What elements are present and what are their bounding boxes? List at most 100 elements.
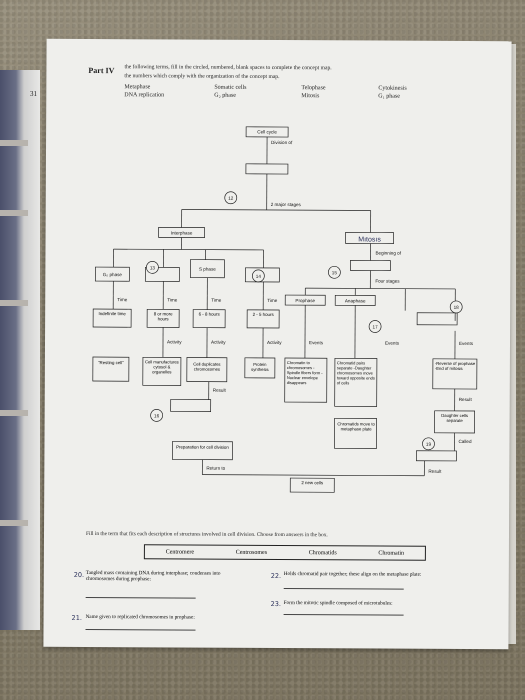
q20-answer-line[interactable]: [85, 596, 196, 599]
time-label-1: Time: [117, 297, 128, 302]
circle-18-num: 18: [454, 305, 460, 310]
chromatids-move-box: [334, 417, 377, 449]
term-somatic-cells: Somatic cells: [214, 84, 247, 91]
choice-centrosomes: Centrosomes: [235, 549, 268, 556]
called-label: Called: [458, 439, 471, 444]
circle-16-num: 16: [154, 413, 160, 418]
cell-cycle-label: Cell cycle: [257, 129, 277, 134]
instructions-line-1: the following terms, fill in the circled…: [124, 64, 332, 72]
events-label-2: Events: [385, 341, 400, 346]
eight-hours-text: 8 or more hours: [153, 311, 173, 322]
result-label-1: Result: [213, 388, 227, 393]
q23-number: 23.: [270, 599, 282, 609]
mitosis-handwritten-answer: Mıtosıs: [358, 236, 381, 243]
circle-19-num: 19: [426, 442, 432, 447]
activity-label-3: Activity: [267, 340, 282, 345]
choice-chromatids: Chromatids: [308, 549, 337, 556]
six-eight-hours-box: [192, 309, 226, 329]
q20-text: Tangled mass containing DNA during inter…: [85, 569, 221, 583]
q23-text: Form the mitotic spindle composed of mic…: [283, 600, 393, 607]
result-label-3: Result: [428, 469, 442, 474]
indefinite-time-text: Indefinite time: [98, 311, 126, 317]
q21-number: 21.: [71, 613, 82, 622]
four-stages-label: Four stages: [375, 279, 400, 284]
two-new-cells-box: [289, 477, 335, 493]
circle-15-num: 15: [332, 270, 338, 275]
time-label-2: Time: [167, 297, 178, 302]
circle-13: [146, 260, 159, 274]
two-new-cells-text: 2 new cells: [301, 480, 324, 486]
prophase-events-text: Chromatin to chromosomes -Spindle fibers…: [286, 360, 323, 386]
circle-16: [150, 409, 163, 422]
worksheet-page: Part IV the following terms, fill in the…: [43, 38, 512, 650]
anaphase-label: Anaphase: [345, 298, 366, 303]
activity-label-1: Activity: [167, 339, 182, 344]
six-eight-hours-text: 6 - 8 hours: [198, 311, 220, 317]
cell-manufactures-text: Cell manufactures cytosol & organelles: [145, 359, 179, 375]
blank-box-16: [170, 399, 212, 413]
indefinite-time-box: [92, 308, 132, 328]
return-to-label: Return to: [206, 466, 225, 471]
q22-number: 22.: [270, 571, 282, 581]
answer-choice-box: Centromere Centrosomes Chromatids Chroma…: [143, 544, 426, 561]
q20-number: 20.: [73, 570, 85, 579]
blank-box-12: [245, 163, 289, 175]
cell-duplicates-box: [186, 357, 228, 383]
resting-cell-box: [92, 356, 130, 382]
term-mitosis: Mitosis: [301, 93, 320, 100]
circle-18: [449, 300, 463, 314]
q22-answer-line[interactable]: [283, 588, 404, 590]
cell-manufactures-box: [142, 356, 182, 386]
g0-phase-box: [94, 266, 130, 282]
prophase-events-box: [284, 357, 328, 403]
instructions-line-2: the numbers which comply with the organi…: [124, 73, 280, 81]
result-label-2: Result: [459, 397, 473, 402]
daughter-cells-text: Daughter cells separate: [441, 412, 469, 423]
part2-instruction: Fill in the term that fits each descript…: [85, 531, 328, 539]
activity-label-2: Activity: [211, 340, 226, 345]
circle-14-num: 14: [256, 274, 262, 279]
events-label-3: Events: [459, 341, 474, 346]
page-stack-edge: [508, 44, 516, 644]
concept-map: Cell cycle Division of 2 major stages In…: [92, 126, 478, 493]
anaphase-events-box: [334, 357, 378, 407]
choice-chromatin: Chromatin: [378, 550, 405, 557]
part-label: Part IV: [88, 66, 115, 76]
circle-12-num: 12: [228, 196, 234, 201]
interphase-label: Interphase: [171, 230, 193, 235]
term-g1-phase: G₁ phase: [378, 93, 400, 100]
term-cytokinesis: Cytokinesis: [378, 85, 407, 92]
protein-synthesis-text: Protein synthesis: [251, 361, 269, 372]
prophase-label: Prophase: [295, 298, 315, 303]
choice-centromere: Centromere: [165, 548, 195, 556]
circle-19: [422, 437, 435, 451]
cell-duplicates-text: Cell duplicates chromosomes: [193, 361, 221, 372]
g0-phase-label: G₀ phase: [103, 272, 123, 277]
blank-box-13: [144, 266, 180, 282]
beginning-of-label: Beginning of: [375, 251, 401, 256]
protein-synthesis-box: [244, 357, 276, 379]
margin-number: 31: [30, 90, 37, 98]
blank-box-15: [350, 260, 391, 271]
left-textbook: 31: [0, 70, 40, 630]
circle-14: [252, 269, 265, 283]
events-label-1: Events: [309, 340, 324, 345]
q22-text: Holds chromatid pair together; these ali…: [283, 571, 422, 578]
chromatids-move-text: Chromatids move to metaphase plate: [337, 421, 375, 432]
circle-17-num: 17: [373, 324, 379, 329]
circle-17: [368, 320, 382, 333]
circle-15: [328, 265, 341, 279]
term-metaphase: Metaphase: [124, 84, 151, 91]
term-dna-replication: DNA replication: [124, 92, 165, 99]
s-phase-label: S phase: [199, 267, 216, 272]
division-label: Division of: [271, 140, 293, 145]
q23-answer-line[interactable]: [283, 614, 404, 616]
q21-answer-line[interactable]: [85, 628, 196, 631]
blank-box-19: [416, 450, 457, 462]
circle-12: [224, 191, 238, 205]
term-g2-phase: G₂ phase: [214, 92, 236, 99]
mitosis-box: [345, 232, 394, 244]
blank-box-14: [244, 267, 280, 283]
resting-cell-text: "Resting cell": [97, 360, 124, 366]
term-telophase: Telophase: [301, 85, 326, 92]
